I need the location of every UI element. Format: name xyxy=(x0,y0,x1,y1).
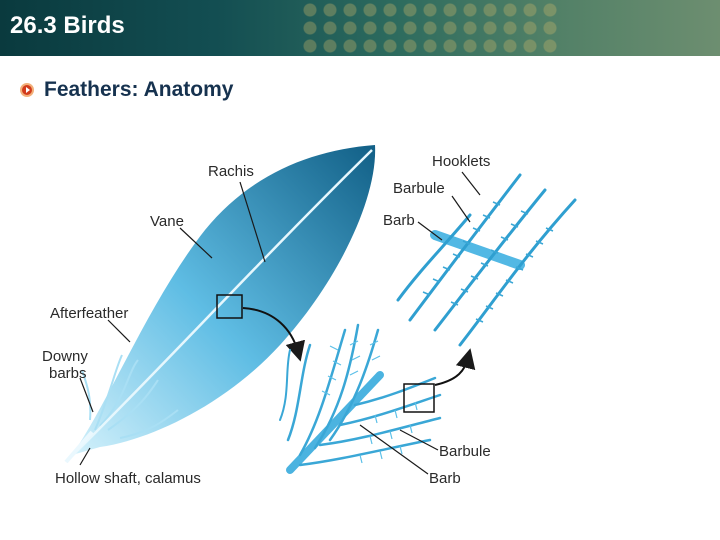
label-barbule-top: Barbule xyxy=(393,180,445,197)
feather-rachis xyxy=(67,149,373,461)
label-barb-bottom: Barb xyxy=(429,470,461,487)
barb-cluster-barbules xyxy=(321,340,418,464)
banner-texture xyxy=(300,0,560,56)
banner-title: 26.3 Birds xyxy=(10,12,125,39)
label-hooklets: Hooklets xyxy=(432,153,490,170)
barb-zoom-box xyxy=(403,383,435,413)
hollow-shaft xyxy=(64,430,94,464)
label-downy-line2: barbs xyxy=(49,365,87,382)
label-barb-top: Barb xyxy=(383,212,415,229)
barb-cluster xyxy=(279,323,442,474)
label-barbule-bottom: Barbule xyxy=(439,443,491,460)
label-afterfeather: Afterfeather xyxy=(50,305,128,322)
barbule-hooks xyxy=(422,201,554,323)
arrow-to-barbs xyxy=(242,307,306,362)
arrow-to-barbules xyxy=(434,348,476,386)
slide-subtitle: Feathers: Anatomy xyxy=(44,78,234,101)
subtitle-row: Feathers: Anatomy xyxy=(20,78,233,102)
leader-lines xyxy=(79,171,481,475)
label-vane: Vane xyxy=(150,213,184,230)
label-rachis: Rachis xyxy=(208,163,254,180)
bullet-icon xyxy=(20,83,34,97)
label-hollow-shaft: Hollow shaft, calamus xyxy=(55,470,201,487)
vane-zoom-box xyxy=(216,294,243,319)
downy-barbs xyxy=(81,354,179,439)
barbule-detail xyxy=(396,173,577,347)
header-banner: 26.3 Birds xyxy=(0,0,720,56)
label-downy-line1: Downy xyxy=(42,348,88,365)
